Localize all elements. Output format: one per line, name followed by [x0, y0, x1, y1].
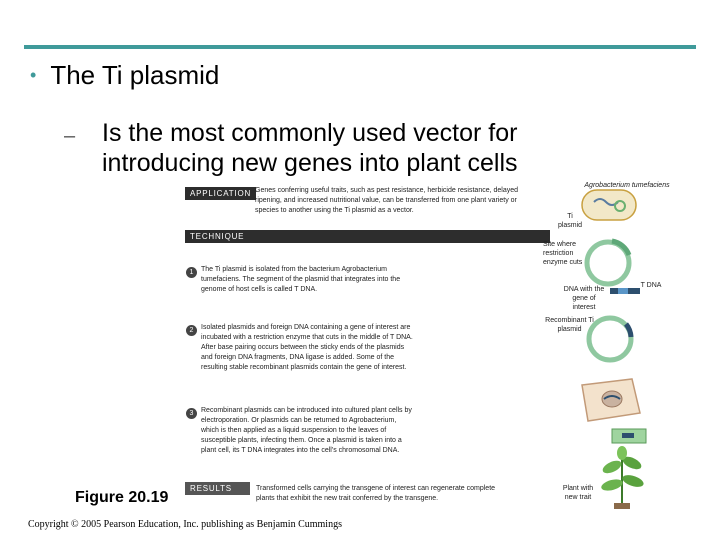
results-text: Transformed cells carrying the transgene… [256, 484, 506, 504]
top-divider-line [24, 45, 696, 49]
copyright-notice: Copyright © 2005 Pearson Education, Inc.… [28, 519, 342, 530]
transformed-cell-illustration [610, 425, 650, 447]
figure-label: Figure 20.19 [75, 489, 168, 507]
plant-trait-label: Plant with new trait [558, 484, 598, 502]
application-label: APPLICATION [185, 187, 256, 200]
agrobacterium-cell-illustration [580, 186, 640, 226]
dna-fragment-icon [608, 284, 642, 298]
title-bullet: • [30, 65, 36, 85]
technique-label: TECHNIQUE [185, 230, 550, 243]
slide-subtitle: Is the most commonly used vector for int… [102, 118, 582, 178]
step-2-text: Isolated plasmids and foreign DNA contai… [201, 323, 416, 373]
results-label: RESULTS [185, 482, 250, 495]
step-2-number: 2 [186, 325, 197, 336]
plant-cell-illustration [574, 375, 644, 425]
step-3-number: 3 [186, 408, 197, 419]
transgenic-plant-illustration [598, 445, 646, 511]
application-text: Genes conferring useful traits, such as … [255, 186, 530, 216]
step-1-number: 1 [186, 267, 197, 278]
subtitle-dash: – [64, 125, 75, 148]
slide-title-text: The Ti plasmid [50, 60, 219, 90]
step-3-text: Recombinant plasmids can be introduced i… [201, 406, 416, 456]
step-1-text: The Ti plasmid is isolated from the bact… [201, 265, 416, 295]
slide-title: • The Ti plasmid [30, 60, 219, 91]
recombinant-plasmid-ring [580, 309, 640, 369]
